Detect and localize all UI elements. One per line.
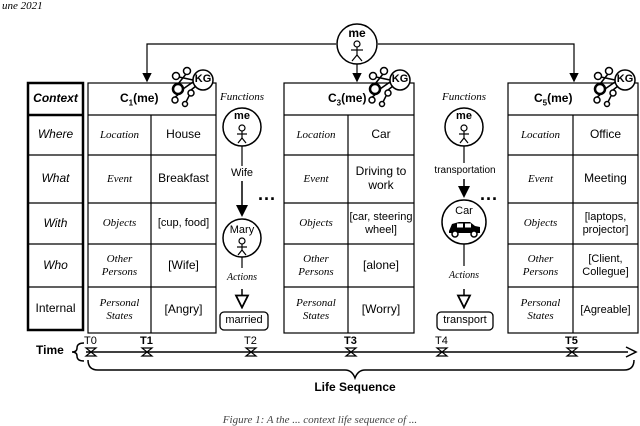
c3-key-personal-states: Personal States bbox=[296, 297, 336, 322]
c5-value-other-persons: [Client, Collegue] bbox=[582, 252, 629, 278]
header-text: une 2021 bbox=[2, 0, 43, 12]
function-graph-1 bbox=[219, 107, 269, 331]
root-to-c5-connector bbox=[378, 43, 579, 83]
time-axis-label: Time bbox=[36, 343, 64, 357]
c5-value-location: Office bbox=[589, 127, 622, 142]
c3-value-objects: [car, steering wheel] bbox=[349, 210, 413, 236]
kg-label-1: KG bbox=[194, 73, 212, 85]
c5-value-objects: [laptops, projector] bbox=[582, 210, 629, 236]
root-me-label: me bbox=[348, 26, 366, 40]
function-1-node-label: Mary bbox=[229, 224, 255, 236]
timeline-axis bbox=[71, 342, 638, 362]
c1-key-personal-states: Personal States bbox=[99, 297, 140, 322]
c1-value-personal-states: [Angry] bbox=[164, 302, 203, 317]
function-1-title: Functions bbox=[220, 91, 264, 103]
c5-key-event: Event bbox=[527, 172, 554, 185]
tick-label-t5: T5 bbox=[565, 335, 578, 347]
c3-value-other-persons: [alone] bbox=[362, 257, 400, 272]
function-2-actions-label: Actions bbox=[449, 270, 479, 281]
c1-table-frame bbox=[87, 82, 217, 334]
context-header: Context bbox=[33, 91, 78, 106]
function-1-me-label: me bbox=[234, 110, 250, 122]
context-row-what: What bbox=[41, 171, 70, 186]
c1-key-location: Location bbox=[99, 128, 140, 141]
function-1-result-label: married bbox=[225, 314, 263, 326]
c3-key-other-persons: Other Persons bbox=[298, 252, 334, 278]
kg-graph-icon-5 bbox=[593, 66, 636, 108]
figure-caption: Figure 1: A the ... context life sequenc… bbox=[222, 414, 418, 426]
c1-title: C1(me) bbox=[120, 91, 159, 108]
c1-value-location: House bbox=[166, 127, 201, 142]
c5-key-location: Location bbox=[520, 128, 561, 141]
function-2-edge-label: transportation bbox=[427, 165, 503, 176]
c3-table-frame bbox=[283, 82, 415, 334]
context-row-with: With bbox=[43, 215, 68, 230]
c3-value-event: Driving to work bbox=[355, 164, 407, 192]
function-1-edge-label: Wife bbox=[224, 167, 260, 179]
c5-key-personal-states: Personal States bbox=[520, 297, 561, 322]
life-sequence-brace bbox=[87, 359, 635, 381]
c3-value-personal-states: [Worry] bbox=[361, 302, 401, 317]
function-1-ellipsis: ... bbox=[258, 184, 277, 204]
c5-title: C5(me) bbox=[534, 91, 573, 108]
c5-value-personal-states: [Agreable] bbox=[580, 303, 631, 316]
function-2-title: Functions bbox=[442, 91, 486, 103]
c1-key-event: Event bbox=[106, 172, 133, 185]
tick-label-t1: T1 bbox=[140, 335, 153, 347]
kg-label-5: KG bbox=[616, 73, 634, 85]
root-me-node bbox=[336, 23, 378, 65]
context-row-who: Who bbox=[43, 257, 68, 272]
c5-value-event: Meeting bbox=[584, 171, 627, 186]
c1-key-objects: Objects bbox=[102, 217, 137, 230]
function-2-result-label: transport bbox=[443, 314, 487, 326]
tick-label-t4: T4 bbox=[435, 335, 448, 347]
context-row-where: Where bbox=[37, 127, 74, 142]
function-graph-2 bbox=[436, 107, 494, 331]
tick-label-t2: T2 bbox=[244, 335, 257, 347]
function-2-node-label: Car bbox=[455, 205, 473, 217]
c3-key-location: Location bbox=[296, 128, 336, 141]
function-2-me-label: me bbox=[456, 110, 472, 122]
c1-value-objects: [cup, food] bbox=[157, 217, 210, 230]
kg-graph-icon-3 bbox=[368, 66, 411, 108]
context-row-internal: Internal bbox=[35, 300, 76, 315]
c3-key-event: Event bbox=[303, 172, 329, 185]
c3-value-location: Car bbox=[371, 127, 391, 142]
kg-graph-icon-1 bbox=[171, 66, 214, 108]
c1-value-other-persons: [Wife] bbox=[168, 257, 199, 272]
tick-label-t0: T0 bbox=[84, 335, 97, 347]
c1-key-other-persons: Other Persons bbox=[101, 252, 138, 278]
context-column-frame bbox=[26, 81, 85, 332]
function-2-ellipsis: ... bbox=[480, 184, 499, 204]
life-sequence-label: Life Sequence bbox=[314, 380, 396, 394]
c5-key-other-persons: Other Persons bbox=[522, 252, 559, 278]
tick-label-t3: T3 bbox=[344, 335, 357, 347]
kg-label-3: KG bbox=[391, 73, 409, 85]
c5-table-frame bbox=[507, 82, 639, 334]
c3-title: C3(me) bbox=[328, 91, 367, 108]
c1-value-event: Breakfast bbox=[158, 171, 209, 186]
c5-key-objects: Objects bbox=[523, 217, 558, 230]
function-1-actions-label: Actions bbox=[227, 272, 257, 283]
root-to-c1-connector bbox=[142, 43, 336, 83]
c3-key-objects: Objects bbox=[299, 217, 333, 230]
